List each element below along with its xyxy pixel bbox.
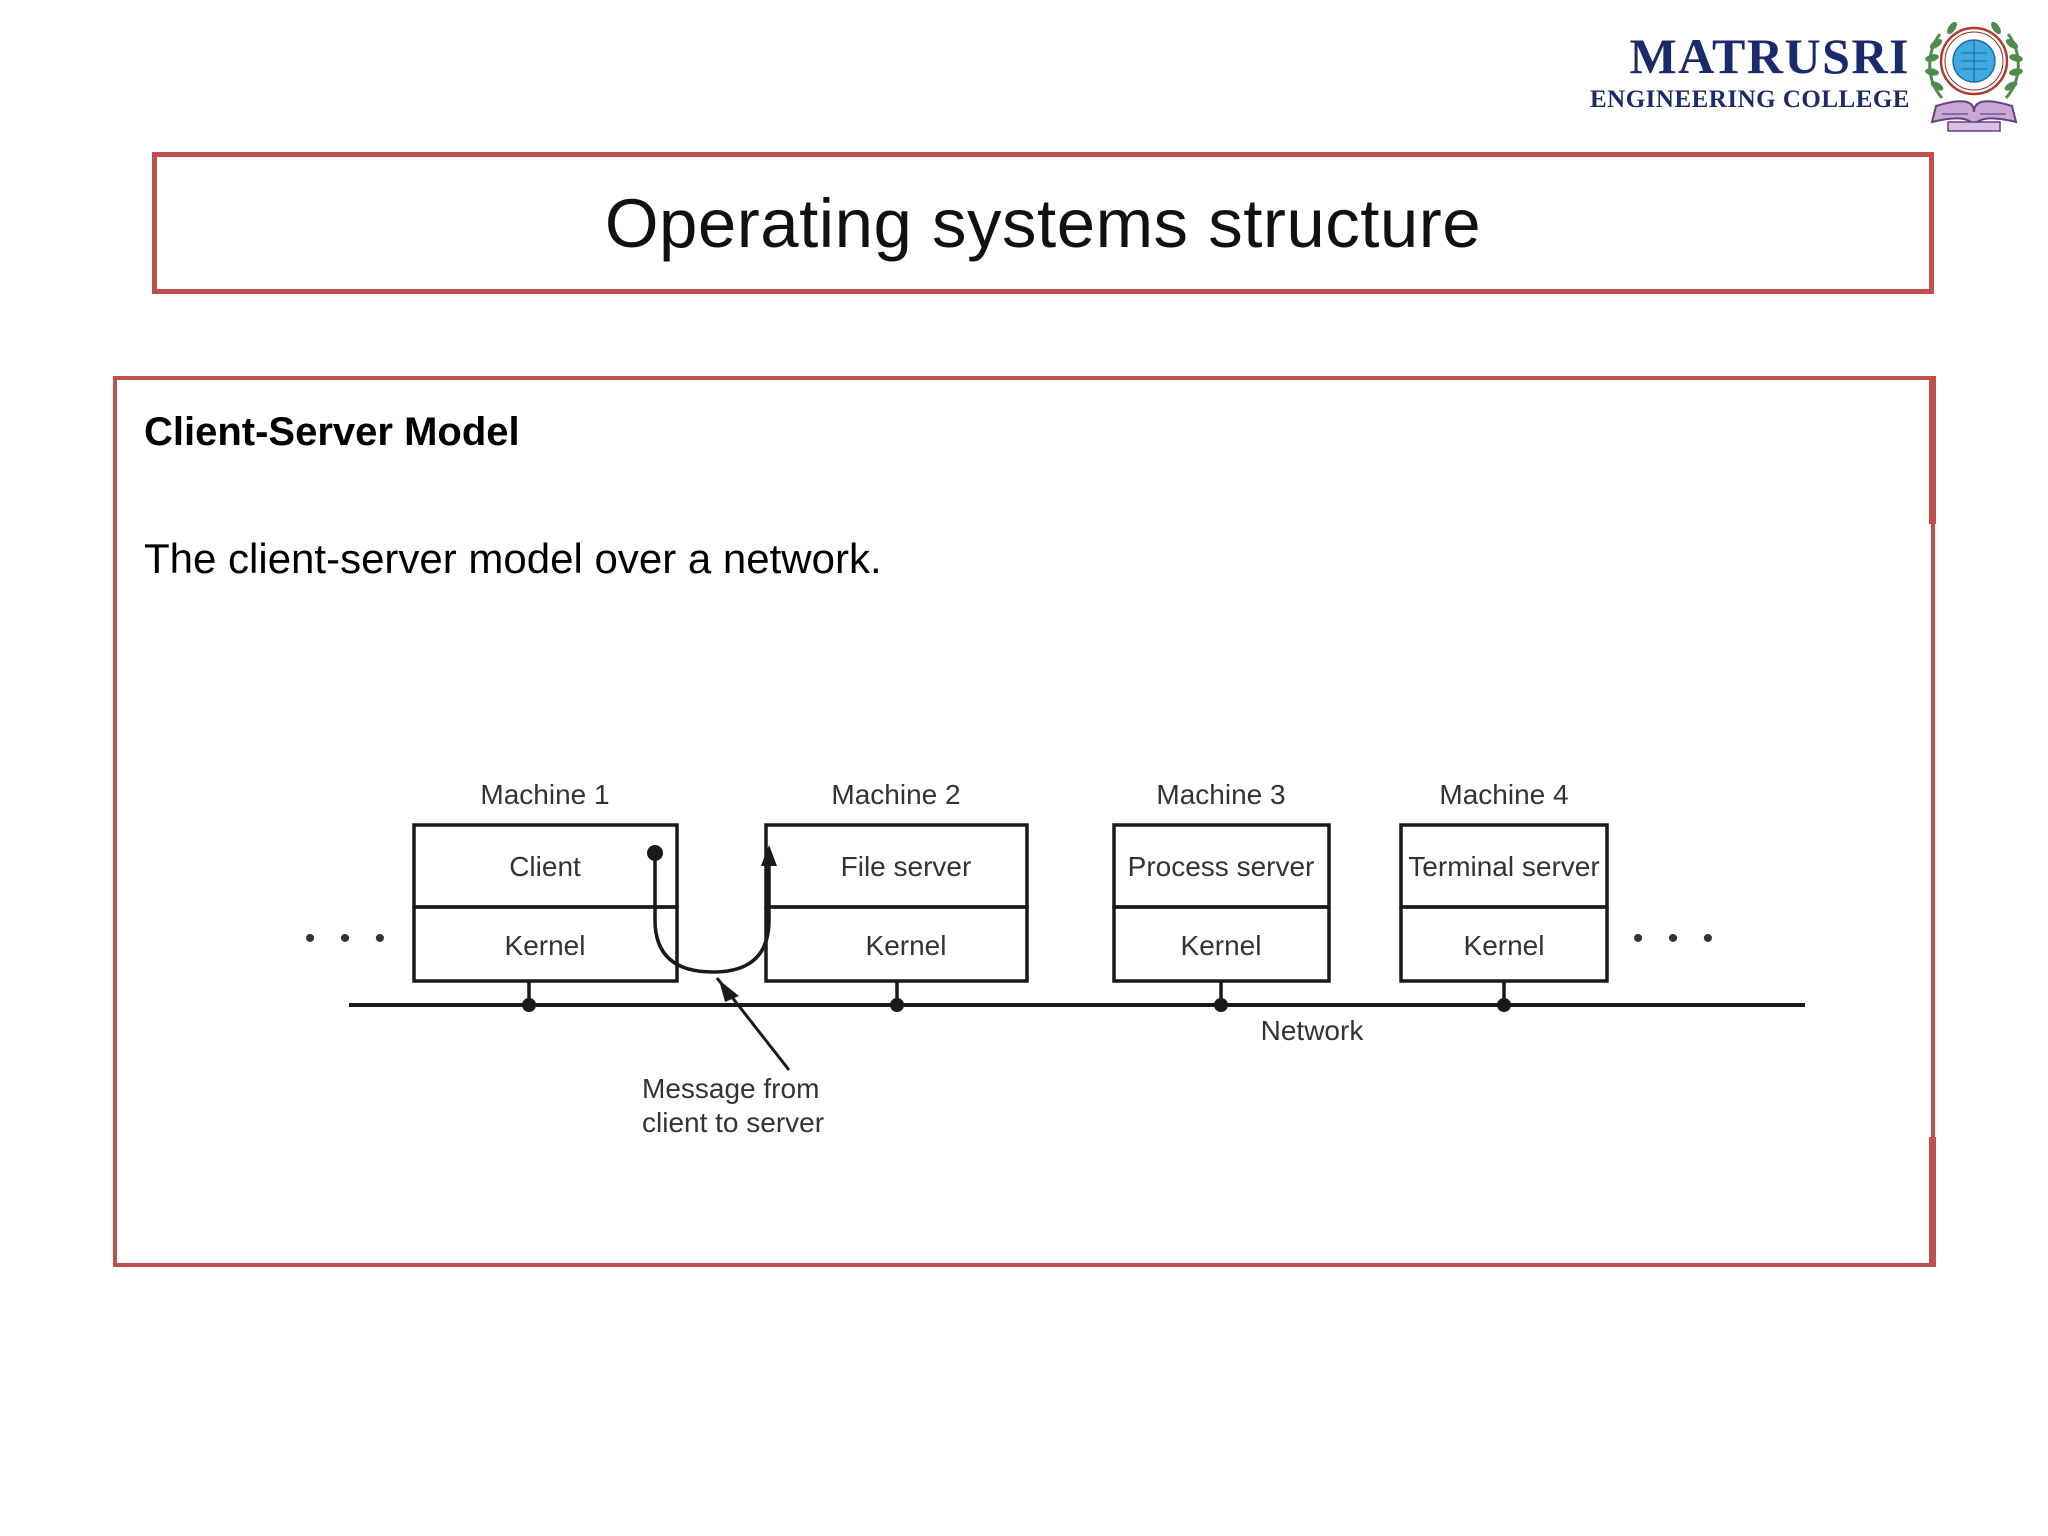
machine-3-top-layer: Process server (1128, 851, 1315, 882)
machine-4-bottom-layer: Kernel (1464, 930, 1545, 961)
message-arrowhead (761, 845, 777, 866)
left-ellipsis: • • • (305, 922, 393, 955)
machine-3-bottom-layer: Kernel (1181, 930, 1262, 961)
machine-2-bottom-layer: Kernel (866, 930, 947, 961)
section-heading: Client-Server Model (144, 410, 520, 454)
content-panel: Client-Server Model The client-server mo… (113, 376, 1936, 1267)
machine-3-label: Machine 3 (1156, 779, 1285, 810)
machine-1-top-layer: Client (509, 851, 581, 882)
panel-edge-accent-top (1929, 376, 1936, 524)
network-label: Network (1261, 1015, 1365, 1046)
machine-2-label: Machine 2 (831, 779, 960, 810)
machine-4-top-layer: Terminal server (1408, 851, 1599, 882)
message-annotation-line-2: client to server (642, 1107, 824, 1138)
machine-2-top-layer: File server (841, 851, 972, 882)
page-title: Operating systems structure (604, 184, 1482, 262)
logo-name-text: MATRUSRI (1629, 27, 1910, 84)
machine-1-label: Machine 1 (480, 779, 609, 810)
slide-title-box: Operating systems structure (152, 152, 1934, 294)
section-body-text: The client-server model over a network. (144, 535, 882, 582)
message-annotation-line-1: Message from (642, 1073, 819, 1104)
college-crest-icon (1918, 8, 2030, 134)
machine-4-label: Machine 4 (1439, 779, 1568, 810)
logo-wordmark: MATRUSRI ENGINEERING COLLEGE (1590, 31, 1918, 112)
logo-subtitle-text: ENGINEERING COLLEGE (1590, 85, 1910, 113)
annotation-arrowhead (719, 980, 739, 1002)
network-junction-dots (522, 998, 1511, 1012)
panel-edge-accent-bottom (1929, 1137, 1936, 1267)
college-logo: MATRUSRI ENGINEERING COLLEGE (1580, 6, 2030, 136)
client-server-diagram: Machine 1 Machine 2 Machine 3 Machine 4 … (117, 380, 1939, 1271)
machine-1-bottom-layer: Kernel (505, 930, 586, 961)
client-send-dot (647, 845, 663, 861)
right-ellipsis: • • • (1633, 922, 1721, 955)
